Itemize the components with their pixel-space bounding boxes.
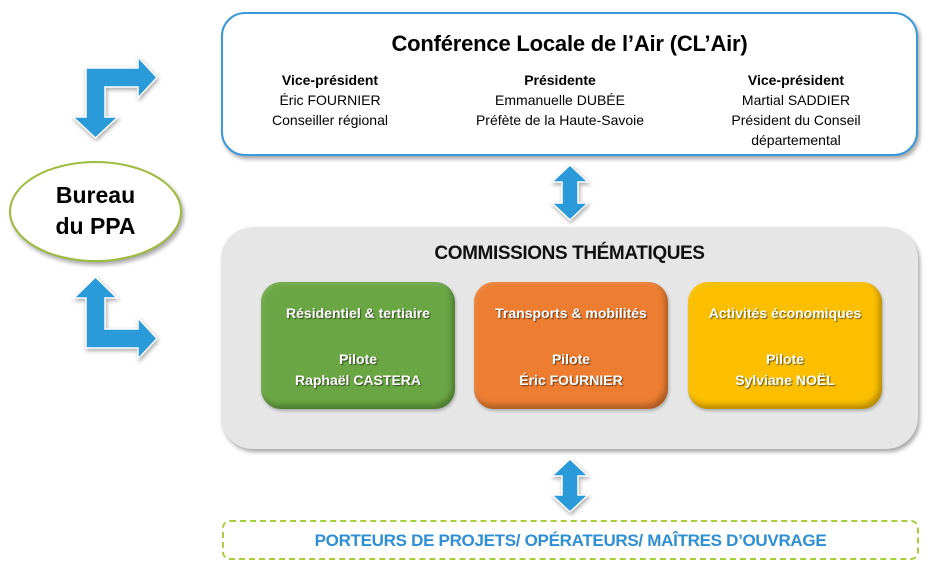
porteurs-label: PORTEURS DE PROJETS/ OPÉRATEURS/ MAÎTRES… xyxy=(314,531,827,550)
conference-title: Conférence Locale de l’Air (CL’Air) xyxy=(391,31,748,56)
commission-card-transports: Transports & mobilités Pilote Éric FOURN… xyxy=(474,282,668,409)
commission-name: Transports & mobilités xyxy=(495,305,647,321)
commission-card-activites: Activités économiques Pilote Sylviane NO… xyxy=(688,282,882,409)
commission-pilot: Pilote Sylviane NOËL xyxy=(688,349,882,391)
commission-card-residentiel: Résidentiel & tertiaire Pilote Raphaël C… xyxy=(261,282,455,409)
member-function: Conseiller régional xyxy=(272,112,388,128)
commissions-box: COMMISSIONS THÉMATIQUES Résidentiel & te… xyxy=(221,227,918,449)
bureau-label: Bureau du PPA xyxy=(11,180,180,242)
member-role: Vice-président xyxy=(747,72,845,88)
bureau-label-line1: Bureau xyxy=(55,182,136,208)
pilot-name: Sylviane NOËL xyxy=(735,372,835,388)
pilot-label: Pilote xyxy=(338,351,378,367)
commission-name: Activités économiques xyxy=(708,305,862,321)
member-name: Éric FOURNIER xyxy=(279,92,381,108)
bent-arrow-up-right-icon xyxy=(72,275,159,361)
pilot-name: Raphaël CASTERA xyxy=(294,372,422,388)
member-function: Préfète de la Haute-Savoie xyxy=(475,112,645,128)
member-vice-president-left: Vice-président Éric FOURNIER Conseiller … xyxy=(225,70,435,130)
member-name: Emmanuelle DUBÉE xyxy=(495,92,625,108)
member-function: Président du Conseil départemental xyxy=(731,112,861,148)
bent-arrow-down-right-icon xyxy=(71,55,159,140)
member-name: Martial SADDIER xyxy=(741,92,851,108)
double-arrow-vertical-icon xyxy=(550,163,590,222)
porteurs-box: PORTEURS DE PROJETS/ OPÉRATEURS/ MAÎTRES… xyxy=(222,520,919,560)
pilot-label: Pilote xyxy=(765,351,805,367)
member-president: Présidente Emmanuelle DUBÉE Préfète de l… xyxy=(455,70,665,130)
commission-name: Résidentiel & tertiaire xyxy=(286,305,430,321)
member-role: Présidente xyxy=(524,72,596,88)
pilot-label: Pilote xyxy=(551,351,591,367)
bureau-ppa-ellipse: Bureau du PPA xyxy=(9,161,182,262)
commissions-title: COMMISSIONS THÉMATIQUES xyxy=(434,243,705,264)
conference-box: Conférence Locale de l’Air (CL’Air) Vice… xyxy=(221,12,918,156)
double-arrow-vertical-icon xyxy=(550,457,590,514)
member-vice-president-right: Vice-président Martial SADDIER Président… xyxy=(691,70,901,150)
bureau-label-line2: du PPA xyxy=(55,213,136,239)
commission-pilot: Pilote Éric FOURNIER xyxy=(474,349,668,391)
pilot-name: Éric FOURNIER xyxy=(519,372,623,388)
commission-pilot: Pilote Raphaël CASTERA xyxy=(261,349,455,391)
member-role: Vice-président xyxy=(281,72,379,88)
